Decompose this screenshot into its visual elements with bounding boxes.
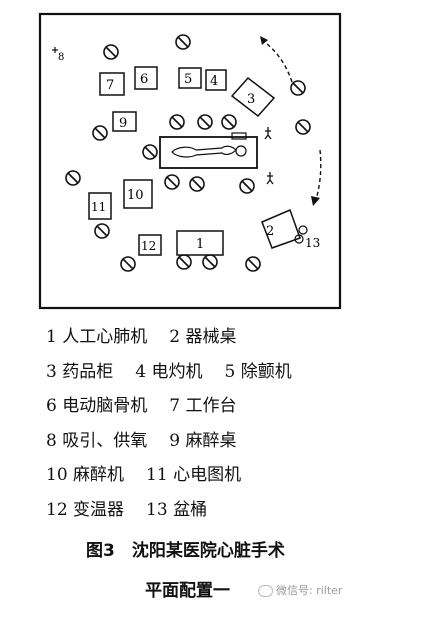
- label-4: 4: [210, 74, 218, 89]
- box-3: [230, 76, 276, 118]
- box-4: [205, 69, 227, 91]
- legend-text: 麻醉机: [73, 465, 125, 485]
- wechat-icon: [258, 585, 273, 597]
- staff-person: [120, 256, 136, 272]
- staff-person: [202, 254, 218, 270]
- legend-num: 8: [46, 430, 57, 451]
- flow-arrow-lower: [315, 149, 322, 201]
- legend-num: 3: [46, 361, 57, 382]
- legend-num: 6: [46, 396, 57, 416]
- suction-oxygen-marker: [52, 47, 58, 53]
- legend-row: 1 人工心肺机 2 器械桌: [46, 326, 416, 361]
- legend-text: 变温器: [73, 499, 125, 520]
- legend-text: 电灼机: [151, 361, 203, 382]
- staff-person: [92, 125, 108, 141]
- patient-head: [235, 145, 247, 157]
- legend-text: 工作台: [185, 396, 237, 416]
- legend-num: 7: [169, 396, 181, 416]
- legend-num: 5: [224, 361, 236, 382]
- legend-num: 2: [169, 327, 181, 347]
- label-3: 3: [247, 92, 255, 107]
- box-12: [138, 234, 162, 256]
- figure-caption: 图3 沈阳某医院心脏手术: [86, 541, 285, 561]
- label-12: 12: [141, 239, 156, 253]
- legend-num: 4: [135, 361, 147, 382]
- basin-circle-a: [298, 225, 308, 235]
- figure-caption-line2: 平面配置一: [145, 581, 230, 601]
- operating-room-floor-plan: 8 7 6 5 4 3 9 10 11 12 1 2 13: [38, 12, 342, 310]
- watermark-text: 微信号: rilter: [276, 584, 343, 597]
- box-1: [176, 230, 224, 256]
- label-2: 2: [266, 224, 274, 239]
- legend-text: 药品柜: [62, 361, 114, 382]
- legend-text: 吸引、供氧: [62, 430, 148, 451]
- legend-num: 11: [146, 465, 168, 485]
- box-5: [178, 67, 202, 89]
- label-11: 11: [91, 200, 106, 214]
- legend-num: 13: [146, 499, 168, 520]
- staff-person: [189, 176, 205, 192]
- watermark: 微信号: rilter: [258, 582, 342, 598]
- label-8: 8: [58, 52, 64, 63]
- box-9: [112, 111, 137, 132]
- staff-person: [94, 223, 110, 239]
- legend-row: 8 吸引、供氧 9 麻醉桌: [46, 430, 416, 465]
- staff-person: [290, 80, 306, 96]
- staff-person: [164, 174, 180, 190]
- legend-num: 9: [169, 430, 181, 451]
- box-11: [88, 192, 112, 220]
- legend-text: 除颤机: [240, 361, 292, 382]
- arrowhead-lower: [311, 196, 320, 206]
- legend-row: 6 电动脑骨机 7 工作台: [46, 395, 416, 430]
- label-10: 10: [127, 188, 144, 203]
- staff-figures: [65, 34, 311, 272]
- flow-arrow-upper: [261, 39, 293, 83]
- legend-text: 电动脑骨机: [62, 396, 148, 416]
- legend-row: 3 药品柜 4 电灼机 5 除颤机: [46, 361, 416, 396]
- box-7: [99, 72, 125, 96]
- operating-table: [159, 136, 258, 169]
- legend-row: 12 变温器 13 盆桶: [46, 499, 416, 534]
- legend-text: 器械桌: [185, 327, 237, 347]
- box-6: [134, 66, 158, 90]
- box-10: [123, 179, 153, 209]
- staff-person: [175, 34, 191, 50]
- staff-person: [169, 114, 185, 130]
- label-5: 5: [184, 72, 192, 87]
- basin-circle-b: [294, 234, 304, 244]
- legend-text: 心电图机: [173, 465, 242, 485]
- legend-num: 1: [46, 327, 57, 347]
- legend-row: 10 麻醉机 11 心电图机: [46, 464, 416, 499]
- label-9: 9: [119, 116, 127, 131]
- legend-text: 麻醉桌: [185, 430, 237, 451]
- staff-person: [239, 178, 255, 194]
- label-13: 13: [305, 236, 320, 250]
- label-7: 7: [106, 78, 114, 93]
- staff-person: [65, 170, 81, 186]
- box-2: [261, 208, 301, 249]
- arrowhead-upper: [260, 36, 268, 45]
- legend: 1 人工心肺机 2 器械桌 3 药品柜 4 电灼机 5 除颤机 6 电动脑骨机 7 工作…: [46, 326, 416, 533]
- room-outline: [38, 12, 342, 310]
- label-6: 6: [140, 72, 148, 87]
- legend-text: 人工心肺机: [62, 327, 148, 347]
- legend-text: 盆桶: [173, 499, 208, 520]
- staff-person: [103, 44, 119, 60]
- standing-figures: [264, 127, 274, 185]
- staff-person: [221, 114, 237, 130]
- staff-person: [245, 256, 261, 272]
- staff-person: [197, 114, 213, 130]
- staff-person: [142, 144, 158, 160]
- label-1: 1: [196, 237, 204, 252]
- staff-person: [295, 119, 311, 135]
- legend-num: 10: [46, 465, 68, 485]
- table-head-bar: [231, 132, 247, 140]
- staff-person: [176, 254, 192, 270]
- legend-num: 12: [46, 499, 68, 520]
